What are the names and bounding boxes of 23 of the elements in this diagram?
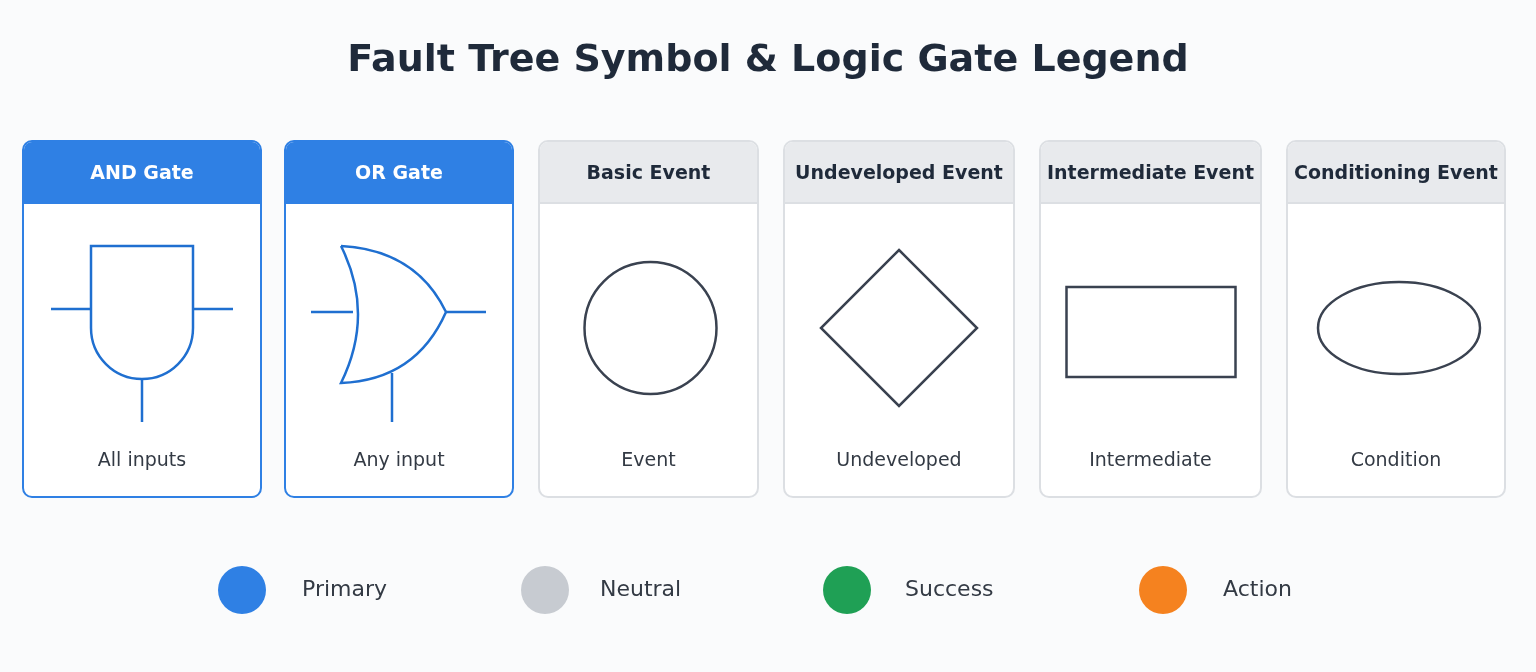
symbol-caption: All inputs [96, 448, 188, 470]
legend-card [22, 140, 262, 498]
card-header: OR Gate [286, 142, 512, 204]
title: Fault Tree Symbol & Logic Gate Legend [346, 36, 1190, 80]
card-header: Conditioning Event [1288, 142, 1504, 204]
legend-card [1286, 140, 1506, 498]
card-header: Basic Event [540, 142, 757, 204]
symbol-caption: Any input [352, 448, 446, 470]
card-header: Undeveloped Event [785, 142, 1013, 204]
card-header: AND Gate [24, 142, 260, 204]
card-header: Intermediate Event [1041, 142, 1260, 204]
legend-label: Action [1223, 576, 1292, 601]
symbol-caption: Undeveloped [835, 448, 963, 470]
legend-label: Success [905, 576, 994, 601]
legend-card [783, 140, 1015, 498]
legend-card [538, 140, 759, 498]
symbol-caption: Intermediate [1088, 448, 1213, 470]
legend-label: Neutral [600, 576, 682, 601]
legend-card [284, 140, 514, 498]
symbol-caption: Event [620, 448, 677, 470]
symbol-caption: Condition [1349, 448, 1443, 470]
legend-card [1039, 140, 1262, 498]
legend-label: Primary [302, 576, 387, 601]
